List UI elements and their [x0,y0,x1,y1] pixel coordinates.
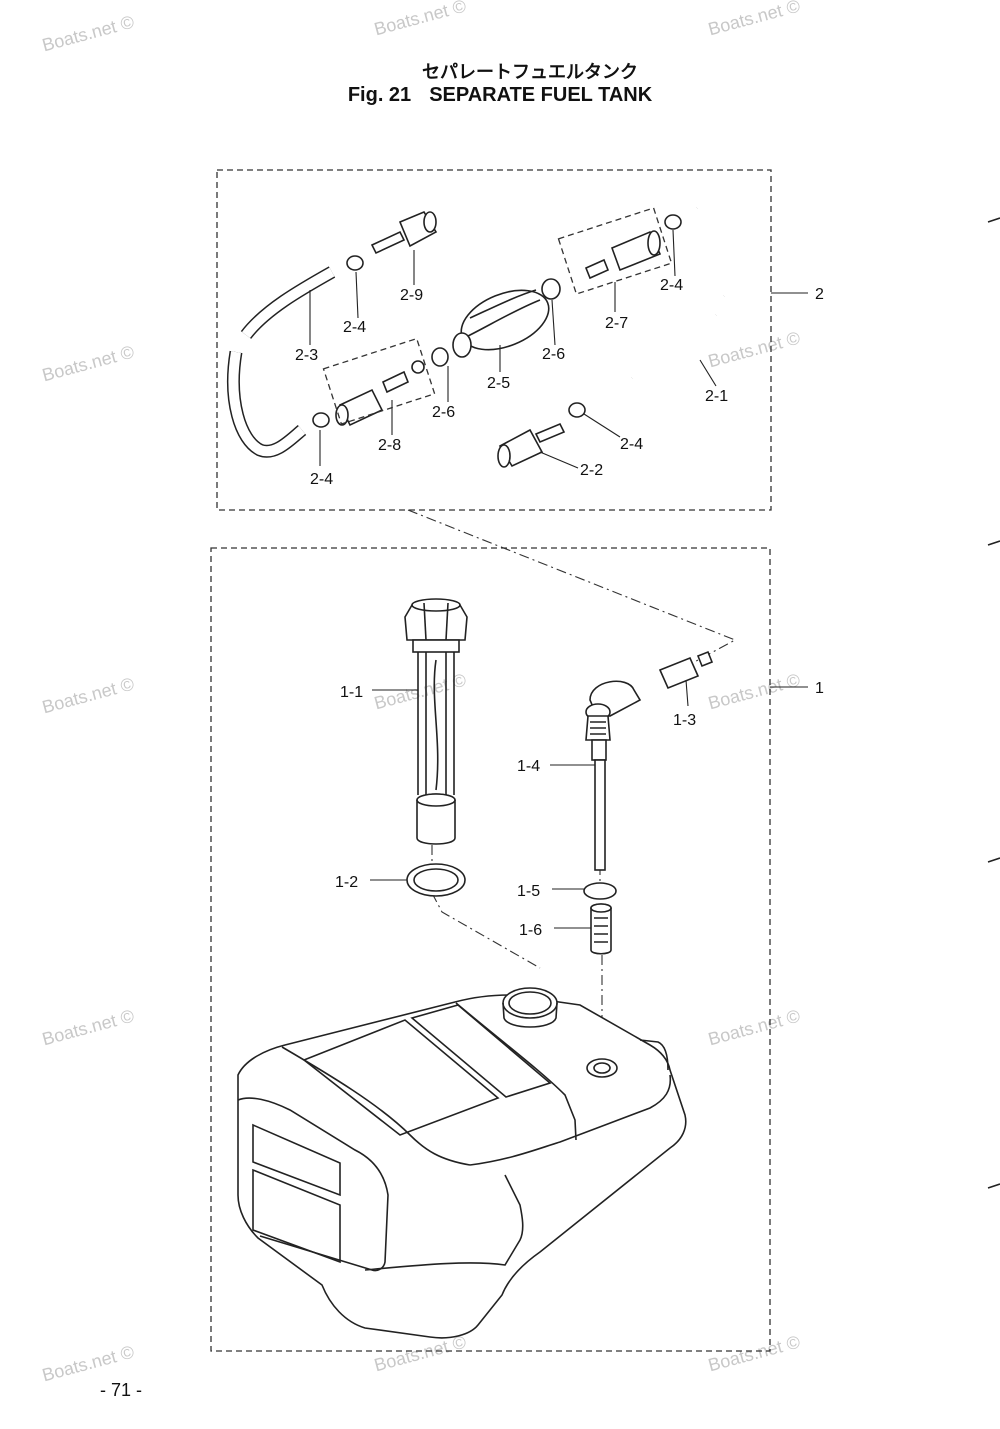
callout-2-7: 2-7 [605,315,628,332]
callout-2-6: 2-6 [542,346,565,363]
tank-filler-neck [502,987,558,1028]
callout-1-4: 1-4 [517,758,540,775]
part-1-2-gasket [406,863,466,897]
tank-assembly-box [210,547,771,1352]
callout-1-1: 1-1 [340,684,363,701]
part-1-5-o-ring [583,882,617,900]
callout-2-2: 2-2 [580,462,603,479]
callout-1-2: 1-2 [335,874,358,891]
figure-title-english: SEPARATE FUEL TANK [429,84,653,106]
part-fuel-tank [237,994,687,1339]
callout-2-4: 2-4 [660,277,683,294]
group-label-1: 1 [815,680,824,697]
callout-2-9: 2-9 [400,287,423,304]
part-2-3-hose [227,266,336,458]
callout-2-8: 2-8 [378,437,401,454]
part-1-1-fuel-gauge [404,598,468,845]
page-number: - 71 - [100,1380,143,1400]
callout-2-5: 2-5 [487,375,510,392]
tank-outlet-port [586,1058,618,1078]
part-2-6-seal [541,278,561,300]
callout-2-1: 2-1 [705,388,728,405]
part-2-5-primer-bulb [452,289,550,358]
callout-2-4: 2-4 [310,471,333,488]
callout-2-6: 2-6 [432,404,455,421]
part-1-4-fuel-pickup [585,680,642,871]
callout-1-6: 1-6 [519,922,542,939]
figure-number: Fig. 21 [347,84,412,106]
figure-title-japanese: セパレートフュエルタンク [422,62,638,83]
callout-1-5: 1-5 [517,883,540,900]
callout-2-4: 2-4 [343,319,366,336]
part-2-7-check-valve [584,230,662,280]
callout-2-3: 2-3 [295,347,318,364]
part-2-2-connector [497,422,566,468]
part-2-9-connector [370,210,438,255]
part-2-4-clamp [568,402,586,418]
callout-1-3: 1-3 [673,712,696,729]
part-1-6-filter [590,903,612,955]
part-1-3-connector [658,650,714,690]
figure-title: Fig. 21 SEPARATE FUEL TANK [0,84,1000,107]
part-2-6-seal [431,347,449,367]
part-2-4-clamp [312,412,330,428]
part-2-4-clamp [346,255,364,271]
connection-line [431,892,541,969]
part-2-8-connector [335,360,425,427]
group-label-2: 2 [815,286,824,303]
callout-2-4: 2-4 [620,436,643,453]
hose-assembly-box [216,169,772,511]
part-2-4-clamp [664,214,682,230]
part-2-1-hose [630,194,758,383]
